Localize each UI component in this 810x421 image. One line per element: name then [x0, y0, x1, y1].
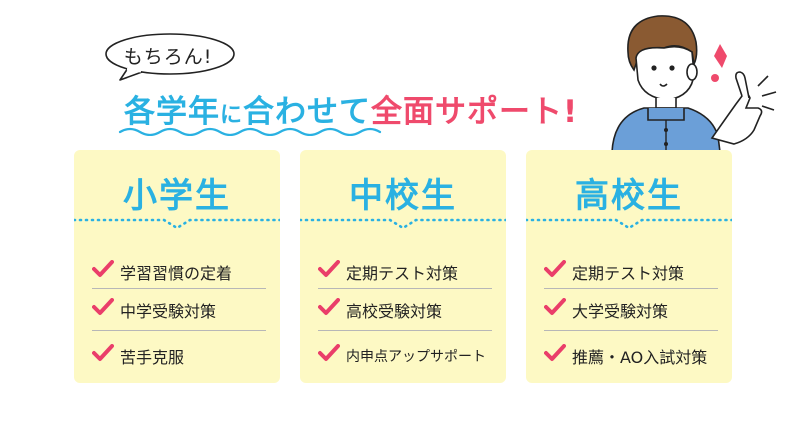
speech-bubble-text: もちろん! [123, 46, 213, 68]
list-item-label: 定期テスト対策 [572, 264, 685, 283]
exclamation-icon [711, 44, 727, 82]
list-item: 大学受験対策 [544, 292, 718, 326]
list-item: 学習習慣の定着 [92, 254, 266, 288]
list-item: 推薦・AO入試対策 [544, 338, 718, 372]
list-item-label: 学習習慣の定着 [120, 264, 233, 283]
card-title: 高校生 [575, 176, 683, 216]
item-separator [318, 330, 492, 331]
card-title: 中校生 [349, 176, 457, 216]
item-separator [92, 288, 266, 289]
headline-wave-underline [118, 127, 382, 136]
check-icon [318, 298, 340, 315]
student-illustration [611, 15, 777, 152]
dotted-divider [74, 218, 280, 230]
list-item: 中学受験対策 [92, 292, 266, 326]
list-item: 苦手克服 [92, 338, 266, 372]
check-icon [544, 344, 566, 361]
item-separator [544, 330, 718, 331]
list-item: 定期テスト対策 [544, 254, 718, 288]
dotted-divider [526, 218, 732, 230]
headline-part4: 全面サポート! [371, 94, 579, 130]
item-separator [92, 330, 266, 331]
list-item: 内申点アップサポート [318, 338, 492, 372]
list-item-label: 苦手克服 [120, 348, 185, 367]
item-separator [544, 288, 718, 289]
list-item-label: 推薦・AO入試対策 [572, 348, 708, 367]
list-item-label: 定期テスト対策 [346, 264, 459, 283]
dotted-divider [300, 218, 506, 230]
headline: 各学年に合わせて全面サポート! [124, 86, 578, 130]
headline-part3: 合わせて [243, 94, 372, 130]
check-icon [92, 298, 114, 315]
headline-part2: に [220, 103, 244, 128]
check-icon [318, 344, 340, 361]
headline-part1: 各学年 [124, 94, 220, 130]
list-item-label: 中学受験対策 [120, 302, 217, 321]
card-title: 小学生 [123, 176, 231, 216]
item-separator [318, 288, 492, 289]
card-junior-high: 中校生 定期テスト対策 高校受験対策 内申点アップサポート [300, 150, 506, 383]
list-item: 定期テスト対策 [318, 254, 492, 288]
card-high-school: 高校生 定期テスト対策 大学受験対策 推薦・AO入試対策 [526, 150, 732, 383]
speech-bubble: もちろん! [98, 30, 238, 82]
list-item-label: 内申点アップサポート [346, 349, 486, 365]
check-icon [92, 260, 114, 277]
list-item: 高校受験対策 [318, 292, 492, 326]
speech-bubble-shape [105, 33, 235, 81]
check-icon [544, 298, 566, 315]
check-icon [544, 260, 566, 277]
check-icon [318, 260, 340, 277]
card-elementary: 小学生 学習習慣の定着 中学受験対策 苦手克服 [74, 150, 280, 383]
check-icon [92, 344, 114, 361]
list-item-label: 大学受験対策 [572, 302, 669, 321]
list-item-label: 高校受験対策 [346, 302, 443, 321]
